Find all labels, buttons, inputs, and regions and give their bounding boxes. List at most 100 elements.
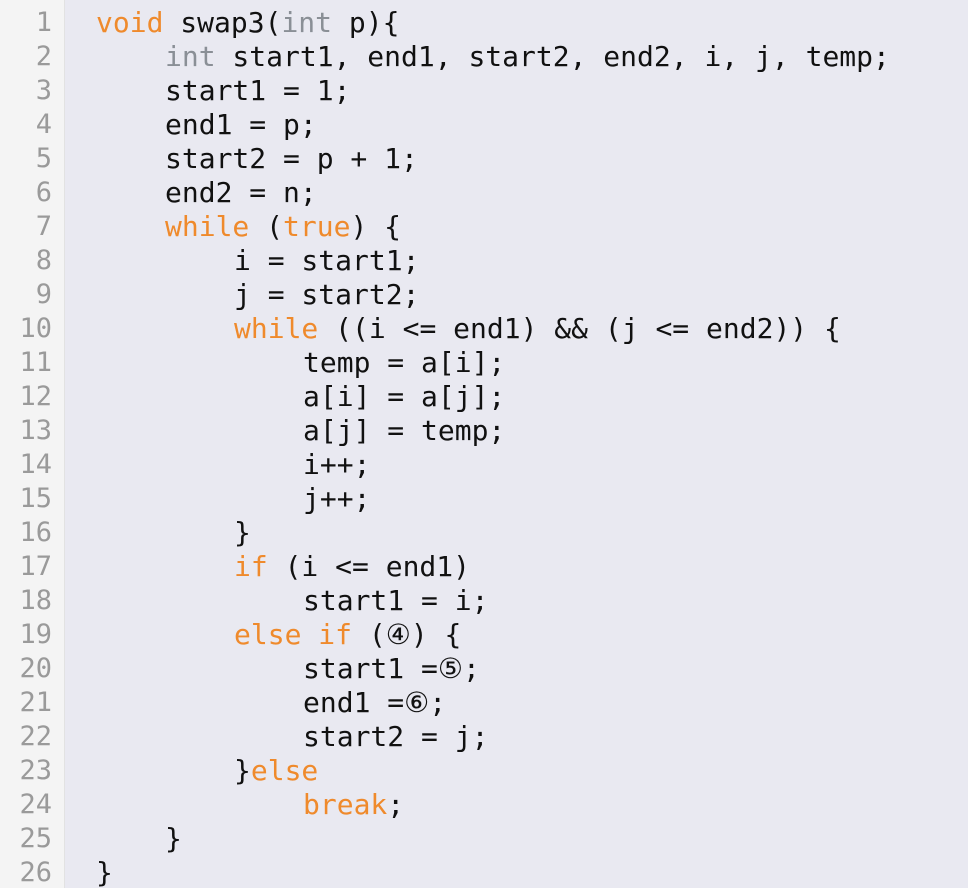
code-text: break;: [303, 788, 404, 822]
code-text: }: [234, 516, 251, 550]
line-number: 6: [35, 177, 52, 208]
code-token: start2 = j;: [303, 720, 489, 753]
code-line: 23}else: [0, 754, 968, 788]
code-line: 10 while ((i <= end1) && (j <= end2)) {: [0, 312, 968, 346]
code-line: 1 void swap3(int p){: [0, 6, 968, 40]
code-token: ;: [387, 788, 405, 821]
line-number-gutter: [0, 0, 65, 888]
line-number: 7: [35, 211, 52, 242]
code-token: start2 = p + 1;: [165, 142, 418, 175]
line-number: 12: [19, 381, 52, 412]
type-token: int: [165, 40, 216, 73]
line-number: 21: [19, 687, 52, 718]
code-line: 17 if (i <= end1): [0, 550, 968, 584]
code-token: }: [165, 822, 182, 855]
keyword-token: if: [234, 550, 268, 583]
code-text: }else: [234, 754, 318, 788]
code-token: ((i <= end1) && (j <= end2)) {: [318, 312, 841, 345]
code-token: ) {: [350, 210, 402, 243]
line-number: 18: [19, 585, 52, 616]
code-text: a[i] = a[j];: [303, 380, 505, 414]
code-line: 19 else if (④) {: [0, 618, 968, 652]
code-text: start2 = j;: [303, 720, 488, 754]
line-number: 1: [35, 7, 52, 38]
code-token: a[i] = a[j];: [303, 380, 506, 413]
keyword-token: else: [250, 754, 319, 787]
code-token: }: [96, 856, 113, 888]
code-token: start1, end1, start2, end2, i, j, temp;: [215, 40, 890, 73]
code-line: 7 while (true) {: [0, 210, 968, 244]
code-text: start1 =⑤;: [303, 652, 480, 686]
code-token: start1 = 1;: [165, 74, 351, 107]
line-number: 22: [19, 721, 52, 752]
code-text: start1 = 1;: [165, 74, 350, 108]
code-line: 6 end2 = n;: [0, 176, 968, 210]
keyword-token: while: [234, 312, 319, 345]
code-text: }: [165, 822, 182, 856]
line-number: 3: [35, 75, 52, 106]
keyword-token: while: [165, 210, 250, 243]
line-number: 16: [19, 517, 52, 548]
code-text: end2 = n;: [165, 176, 317, 210]
code-line: 3 start1 = 1;: [0, 74, 968, 108]
code-line: 22 start2 = j;: [0, 720, 968, 754]
line-number: 4: [35, 109, 52, 140]
code-line: 18 start1 = i;: [0, 584, 968, 618]
code-text: int start1, end1, start2, end2, i, j, te…: [165, 40, 890, 74]
code-text: end1 = p;: [165, 108, 317, 142]
code-token: }: [234, 516, 251, 549]
code-token: temp = a[i];: [303, 346, 506, 379]
code-text: if (i <= end1): [234, 550, 470, 584]
code-line: 25}: [0, 822, 968, 856]
code-text: }: [96, 856, 113, 888]
code-token: start1 =⑤;: [303, 652, 480, 685]
code-line: 26}: [0, 856, 968, 888]
code-line: 4 end1 = p;: [0, 108, 968, 142]
code-token: (: [249, 210, 284, 243]
code-token: j++;: [303, 482, 371, 515]
code-token: end1 =⑥;: [303, 686, 447, 719]
line-number: 13: [19, 415, 52, 446]
keyword-token: void: [96, 6, 164, 39]
code-token: end2 = n;: [165, 176, 317, 209]
line-number: 20: [19, 653, 52, 684]
code-text: start1 = i;: [303, 584, 488, 618]
type-token: int: [281, 6, 333, 39]
code-text: while (true) {: [165, 210, 401, 244]
line-number: 19: [19, 619, 52, 650]
code-text: temp = a[i];: [303, 346, 505, 380]
code-line: 15 j++;: [0, 482, 968, 516]
line-number: 26: [19, 857, 52, 888]
code-token: (④) {: [352, 618, 462, 651]
keyword-token: true: [283, 210, 351, 243]
code-token: swap3(: [163, 6, 282, 39]
code-line: 11 temp = a[i];: [0, 346, 968, 380]
line-number: 14: [19, 449, 52, 480]
line-number: 25: [19, 823, 52, 854]
line-number: 23: [19, 755, 52, 786]
line-number: 10: [19, 313, 52, 344]
line-number: 15: [19, 483, 52, 514]
code-line: 16}: [0, 516, 968, 550]
code-text: j++;: [303, 482, 370, 516]
line-number: 17: [19, 551, 52, 582]
code-line: 21 end1 =⑥;: [0, 686, 968, 720]
code-token: (i <= end1): [267, 550, 471, 583]
code-token: }: [234, 754, 251, 787]
code-text: void swap3(int p){: [96, 6, 399, 40]
code-token: i++;: [303, 448, 371, 481]
code-token: start1 = i;: [303, 584, 489, 617]
code-line: 5 start2 = p + 1;: [0, 142, 968, 176]
code-token: i = start1;: [234, 244, 420, 277]
code-text: i++;: [303, 448, 370, 482]
line-number: 5: [35, 143, 52, 174]
keyword-token: else if: [234, 618, 353, 651]
code-text: j = start2;: [234, 278, 419, 312]
code-text: i = start1;: [234, 244, 419, 278]
line-number: 11: [19, 347, 52, 378]
